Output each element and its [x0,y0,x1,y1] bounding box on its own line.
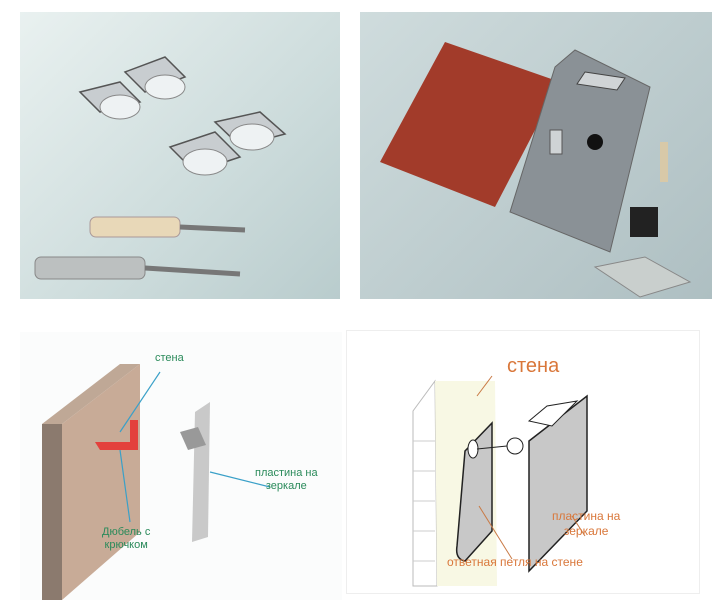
plate-bracket [180,427,206,450]
dowel-label: Дюбель с крючком [102,526,150,552]
plates-kit-illustration [380,42,692,298]
loop-label: ответная петля на стене [447,555,583,569]
loop-hole [467,439,479,459]
clip-washer [144,74,186,100]
wall-side [42,424,62,600]
adhesive-pad [380,42,560,207]
plate-leader-line [571,515,586,537]
wall-top [42,364,140,424]
clip-washer [99,94,141,120]
plate-label: пластина на зеркале [255,467,318,493]
brick-lines [413,440,435,562]
plate-label-line1: пластина на [255,467,318,479]
photo-plates-kit [360,12,712,299]
wall-loop [455,421,493,562]
hook-mount-diagram [42,364,271,600]
plate-label-line2: зеркале [265,480,307,492]
wall [62,364,140,600]
metal-plate [509,49,651,253]
plate-leader-line [209,471,271,488]
clip [630,207,658,237]
clips-dowels-illustration [34,56,287,280]
dowel-leader-line [119,449,131,523]
diagram-hook-mount: стена пластина на зеркале Дюбель с крючк… [20,332,342,600]
plate-label-line2: зеркале [563,524,609,538]
clip-washer [229,123,275,151]
plate-label-line1: пластина на [552,509,621,523]
plate-hole [587,134,603,150]
screw-shaft [476,445,508,450]
loop-leader-line [478,505,513,560]
wall-label: стена [507,355,560,377]
wall-leader-line [476,375,493,397]
plate [192,402,210,542]
screw [179,224,246,233]
diagram-loop-mount: стена пластина на зеркале ответная петля… [346,330,700,594]
mirror-plate-hook [527,400,579,427]
clip-washer [182,148,228,176]
plate-tab [549,129,563,155]
bumper [593,256,692,298]
clip [123,56,187,93]
loop-mount-diagram [412,375,588,587]
dowel [89,216,181,238]
dowel [34,256,146,280]
dowel-label-line2: крючком [104,539,148,551]
plate-label: пластина на зеркале [552,509,620,539]
hook [95,420,138,450]
wall-leader-line [119,371,161,433]
screw [144,265,241,277]
wall-label: стена [155,352,184,364]
photo-clips-and-dowels [20,12,340,299]
dowel-label-line1: Дюбель с [102,526,151,538]
screw [506,437,524,455]
brick-wall-edge [412,379,438,587]
plate-slot [576,71,626,91]
dowel [660,142,668,182]
